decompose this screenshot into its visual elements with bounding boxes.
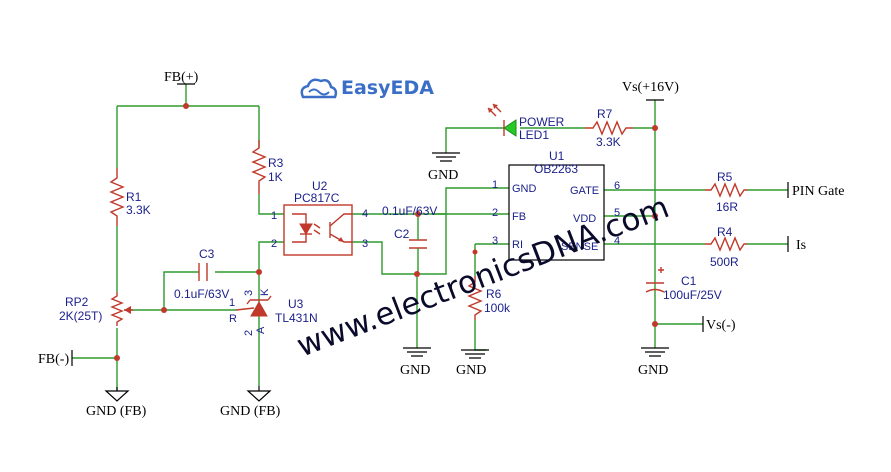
- r3-value: 1K: [268, 170, 283, 184]
- u1-pin-vdd: VDD: [573, 213, 596, 225]
- u1-pin-ri: RI: [512, 239, 523, 251]
- gnd-fb-symbol-2: GND (FB): [220, 386, 281, 419]
- u1-pin2-num: 2: [492, 207, 498, 219]
- u3-value: TL431N: [275, 311, 318, 325]
- u1-pin6-num: 6: [614, 180, 620, 192]
- u3-pin3: 3: [243, 290, 255, 296]
- watermark-text: www.electronicsDNA.com: [292, 189, 674, 364]
- led-led1: POWER LED1: [487, 103, 565, 142]
- c1-value: 100uF/25V: [663, 288, 722, 302]
- r7-value: 3.3K: [596, 135, 621, 149]
- vs-minus-port: Vs(-): [702, 316, 736, 333]
- u2-value: PC817C: [294, 191, 340, 205]
- rp2-value: 2K(25T): [59, 309, 102, 323]
- capacitor-c1: C1 100uF/25V: [645, 267, 722, 302]
- capacitor-c3: C3 0.1uF/63V: [174, 247, 229, 301]
- gnd-label-3: GND: [456, 363, 486, 378]
- fb-plus-port: FB(+): [164, 70, 199, 85]
- fb-minus-port: FB(-): [38, 350, 73, 367]
- junctions: [114, 103, 658, 361]
- resistor-r4: R4 500R: [705, 225, 747, 269]
- logo-text: EasyEDA: [341, 77, 434, 99]
- c2-value: 0.1uF/63V: [382, 204, 437, 218]
- fb-minus-label: FB(-): [38, 352, 69, 367]
- resistor-r5: R5 16R: [705, 170, 747, 214]
- vs-plus-label: Vs(+16V): [622, 80, 679, 95]
- gnd-label-1: GND: [428, 168, 458, 183]
- pin-gate-port: PIN Gate: [787, 182, 845, 199]
- gnd-symbol-c1: GND: [638, 347, 669, 378]
- u1-ref: U1: [549, 149, 565, 163]
- pin-gate-label: PIN Gate: [792, 184, 845, 199]
- r1-value: 3.3K: [126, 203, 151, 217]
- u2-pin2: 2: [271, 238, 277, 250]
- u1-pin3-num: 3: [492, 235, 498, 247]
- wires: [72, 84, 788, 391]
- resistor-r7: R7 3.3K: [585, 107, 633, 149]
- easyeda-logo: EasyEDA: [300, 77, 434, 99]
- u1-value: OB2263: [534, 162, 578, 176]
- u2-pin1: 1: [271, 210, 277, 222]
- u1-pin-gnd: GND: [512, 183, 537, 195]
- u2-ref: U2: [312, 179, 328, 193]
- u1-pin4-num: 4: [614, 235, 620, 247]
- gnd-symbol-led: GND: [428, 152, 460, 183]
- c3-ref: C3: [199, 247, 215, 261]
- fb-plus-label: FB(+): [164, 70, 199, 85]
- u3-pin-r: R: [229, 313, 237, 325]
- optocoupler-u2: U2 PC817C 1 2 3 4: [271, 179, 368, 256]
- capacitor-c2: C2 0.1uF/63V: [382, 204, 437, 254]
- u1-pin-fb: FB: [512, 211, 526, 223]
- r5-value: 16R: [716, 200, 738, 214]
- u1-pin-gate: GATE: [570, 185, 599, 197]
- potentiometer-rp2: RP2 2K(25T): [59, 292, 133, 326]
- c3-value: 0.1uF/63V: [174, 287, 229, 301]
- r4-value: 500R: [710, 255, 739, 269]
- cloud-icon: [300, 78, 338, 99]
- led1-ref: LED1: [519, 128, 549, 142]
- resistor-r3: R3 1K: [251, 140, 284, 194]
- r7-ref: R7: [597, 107, 613, 121]
- u3-pin-k: K: [259, 288, 271, 296]
- u3-ref: U3: [288, 297, 304, 311]
- pwm-controller-u1: U1 OB2263 GND FB RI 1 2 3 GATE VDD SENSE…: [492, 149, 620, 261]
- r6-ref: R6: [486, 287, 502, 301]
- gnd-symbol-c2: GND: [400, 347, 431, 378]
- u3-pin-a: A: [255, 326, 267, 334]
- gnd-symbol-r6: GND: [456, 349, 489, 378]
- c2-ref: C2: [394, 227, 410, 241]
- vs-minus-label: Vs(-): [706, 318, 736, 333]
- c1-ref: C1: [681, 274, 697, 288]
- u1-pin5-num: 5: [614, 207, 620, 219]
- rp2-ref: RP2: [65, 295, 89, 309]
- r5-ref: R5: [717, 170, 733, 184]
- is-port: Is: [787, 236, 806, 253]
- resistor-r1: R1 3.3K: [109, 168, 151, 226]
- r1-ref: R1: [126, 190, 142, 204]
- gnd-fb-label-1: GND (FB): [86, 404, 147, 419]
- u1-pin1-num: 1: [492, 179, 498, 191]
- gnd-fb-label-2: GND (FB): [220, 404, 281, 419]
- led1-value: POWER: [519, 115, 565, 129]
- gnd-label-2: GND: [400, 363, 430, 378]
- shunt-regulator-u3: U3 TL431N 1 R 2 A 3 K: [229, 288, 318, 336]
- u2-pin3: 3: [362, 238, 368, 250]
- r4-ref: R4: [717, 225, 733, 239]
- u3-pin2: 2: [243, 330, 255, 336]
- r6-value: 100k: [484, 301, 511, 315]
- vs-plus-port: Vs(+16V): [622, 80, 679, 101]
- r3-ref: R3: [268, 156, 284, 170]
- resistor-r6: R6 100k: [467, 276, 511, 320]
- u2-pin4: 4: [362, 208, 368, 220]
- u3-pin1: 1: [229, 297, 235, 309]
- gnd-fb-symbol-1: GND (FB): [86, 387, 147, 419]
- is-label: Is: [796, 238, 806, 253]
- gnd-label-4: GND: [638, 363, 668, 378]
- u1-pin-sense: SENSE: [561, 241, 598, 253]
